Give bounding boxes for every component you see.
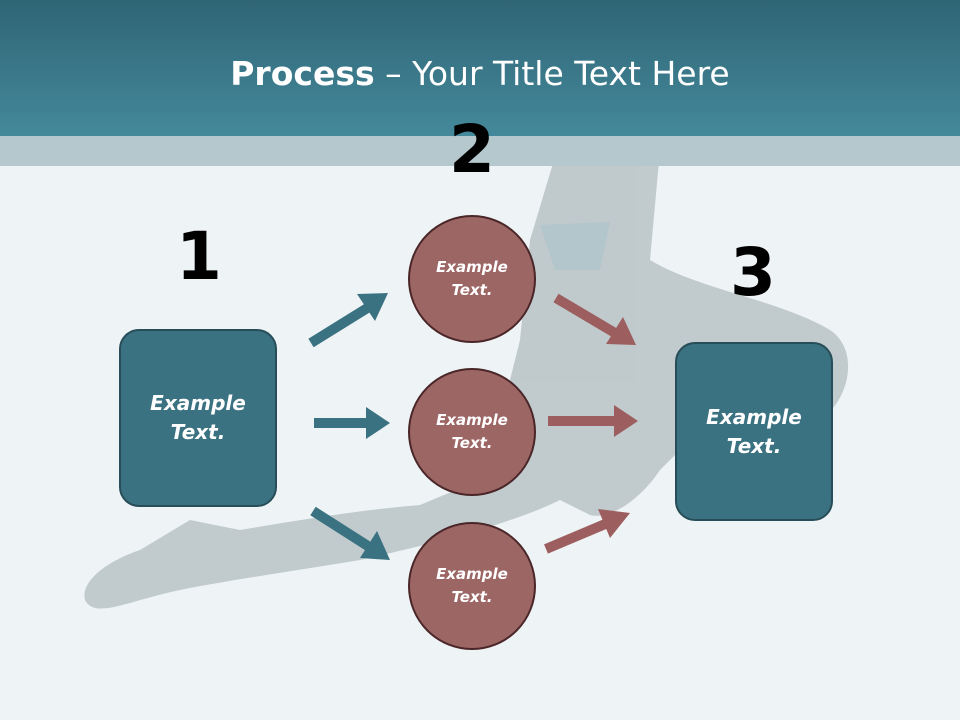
circle-middle-line-1: Example xyxy=(436,411,508,429)
slide-title: Process – Your Title Text Here xyxy=(0,52,960,96)
header-band xyxy=(0,0,960,136)
arrow-top-to-right xyxy=(553,293,636,345)
arrow-left-to-bottom xyxy=(310,506,390,560)
left-box-line-2: Text. xyxy=(170,420,226,444)
circle-bottom-line-2: Text. xyxy=(451,588,493,606)
arrow-left-to-top xyxy=(308,293,388,348)
step-number-3: 3 xyxy=(730,234,776,311)
right-box-line-2: Text. xyxy=(726,433,782,458)
circle-bottom-line-1: Example xyxy=(436,565,508,583)
arrow-left-to-middle xyxy=(314,407,390,439)
step-number-2: 2 xyxy=(449,111,495,188)
step-number-1: 1 xyxy=(176,218,222,295)
title-bold: Process xyxy=(230,54,375,93)
arrow-bottom-to-right xyxy=(544,509,630,554)
circle-top-line-2: Text. xyxy=(451,281,493,299)
arrow-middle-to-right xyxy=(548,405,638,437)
left-box-line-1: Example xyxy=(150,391,246,415)
circle-middle-line-2: Text. xyxy=(451,434,493,452)
circle-top-line-1: Example xyxy=(436,258,508,276)
right-box-line-1: Example xyxy=(706,404,802,429)
title-rest: – Your Title Text Here xyxy=(374,54,730,93)
header-subband xyxy=(0,136,960,166)
